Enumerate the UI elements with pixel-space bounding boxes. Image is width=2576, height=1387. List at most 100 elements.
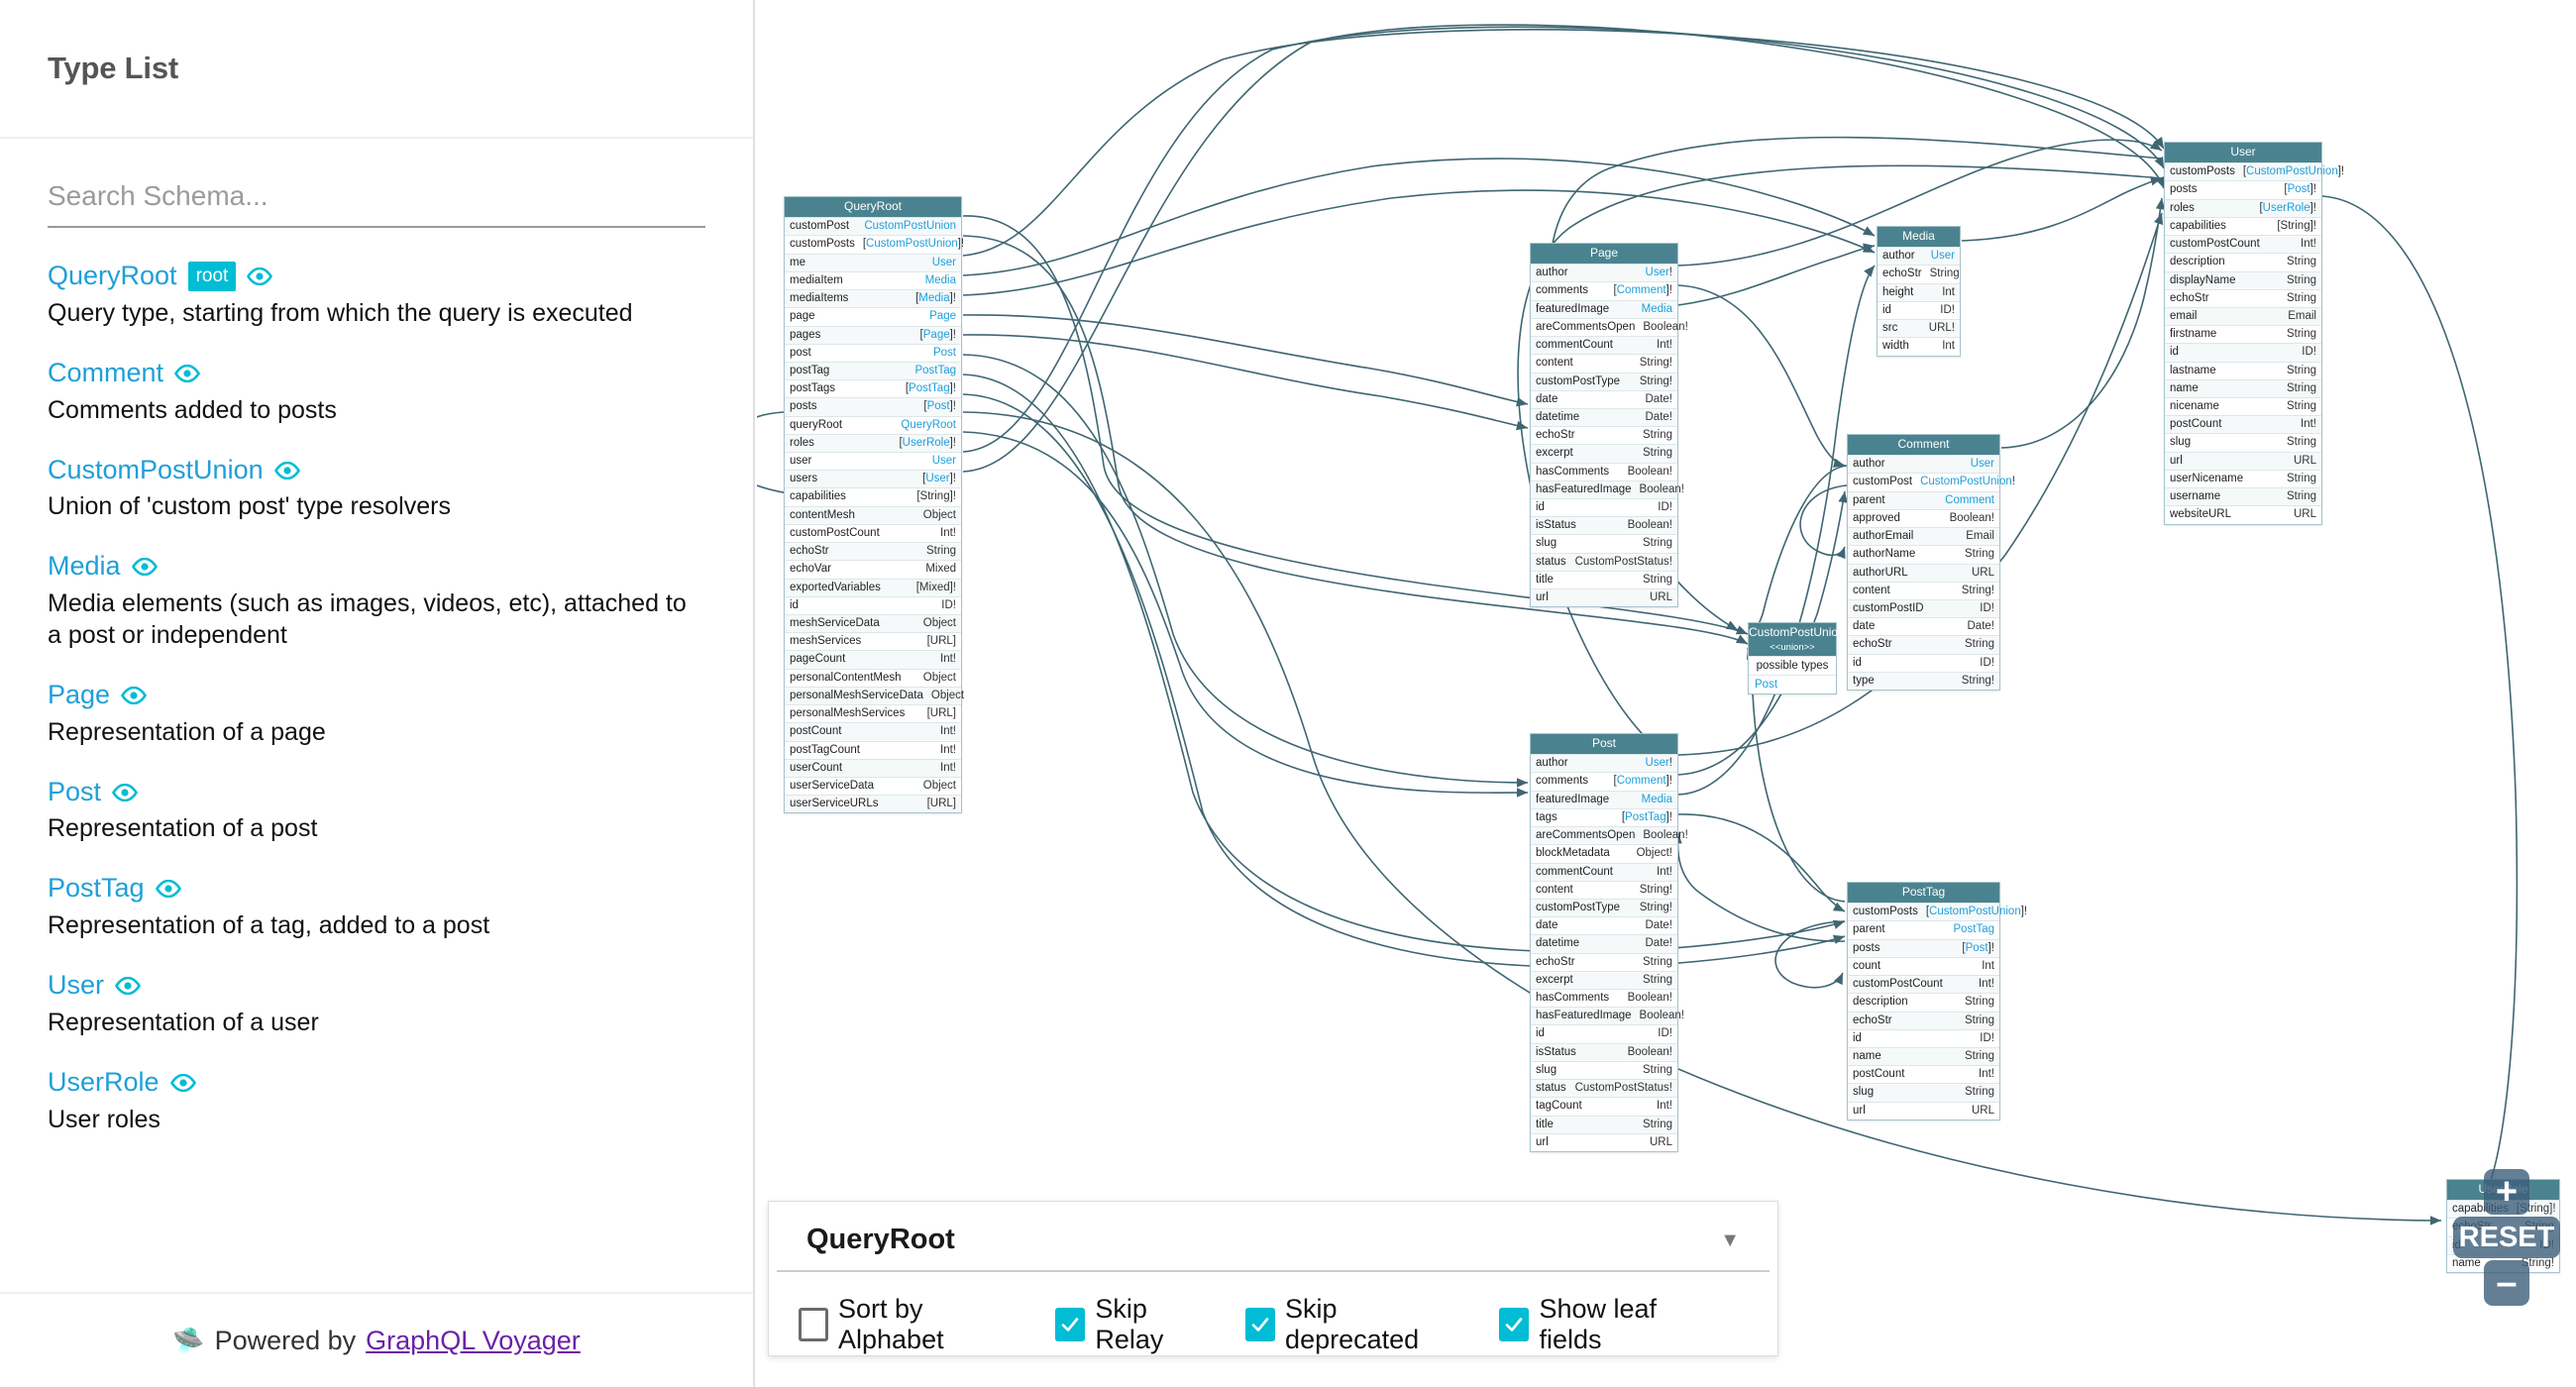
type-link-posttag[interactable]: PostTag bbox=[48, 873, 145, 904]
node-field[interactable]: capabilities[String]! bbox=[785, 487, 961, 506]
zoom-out-button[interactable]: – bbox=[2484, 1260, 2529, 1306]
field-type[interactable]: User bbox=[1970, 458, 1994, 471]
field-type[interactable]: [Post]! bbox=[2284, 183, 2316, 196]
union-member[interactable]: Post bbox=[1749, 674, 1836, 694]
type-link-post[interactable]: Post bbox=[48, 776, 102, 806]
field-type[interactable]: [UserRole]! bbox=[2259, 201, 2316, 214]
field-type[interactable]: [Post]! bbox=[923, 400, 956, 413]
field-type[interactable]: Media bbox=[1641, 302, 1672, 315]
search-input[interactable] bbox=[48, 174, 705, 228]
field-type[interactable]: [Comment]! bbox=[1613, 284, 1672, 297]
field-type[interactable]: Page bbox=[929, 310, 956, 323]
field-type[interactable]: Media bbox=[1641, 793, 1672, 805]
type-link-user[interactable]: User bbox=[48, 970, 105, 1001]
eye-icon[interactable] bbox=[273, 461, 300, 480]
node-field[interactable]: comments[Comment]! bbox=[1531, 281, 1677, 300]
field-type[interactable]: [UserRole]! bbox=[899, 436, 956, 449]
node-field[interactable]: meshServices[URL] bbox=[785, 632, 961, 651]
field-type[interactable]: CustomPostUnion bbox=[864, 220, 956, 233]
field-type[interactable]: Media bbox=[924, 273, 956, 286]
field-type[interactable]: User! bbox=[1645, 757, 1672, 770]
option-skip-relay[interactable]: Skip Relay bbox=[1055, 1294, 1220, 1355]
node-field[interactable]: exportedVariables[Mixed]! bbox=[785, 578, 961, 596]
field-type[interactable]: QueryRoot bbox=[901, 418, 956, 431]
type-link-custompostunion[interactable]: CustomPostUnion bbox=[48, 454, 264, 484]
node-field[interactable]: tags[PostTag]! bbox=[1531, 807, 1677, 827]
field-type[interactable]: [Comment]! bbox=[1613, 775, 1672, 788]
eye-icon[interactable] bbox=[112, 783, 139, 801]
node-field[interactable]: pages[Page]! bbox=[785, 325, 961, 344]
field-type[interactable]: [CustomPostUnion]! bbox=[2242, 165, 2345, 178]
node-field[interactable]: posts[Post]! bbox=[2165, 180, 2321, 199]
field-type[interactable]: [Page]! bbox=[919, 328, 956, 341]
field-type[interactable]: [PostTag]! bbox=[905, 382, 956, 395]
type-link-userrole[interactable]: UserRole bbox=[48, 1066, 160, 1097]
node-field[interactable]: customPosts[CustomPostUnion]! bbox=[785, 235, 964, 254]
type-link-comment[interactable]: Comment bbox=[48, 358, 164, 387]
